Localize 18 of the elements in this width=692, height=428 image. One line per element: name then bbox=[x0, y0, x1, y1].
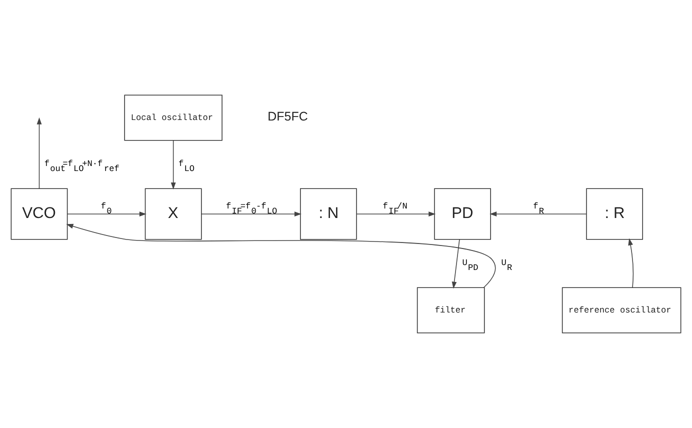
arrow bbox=[356, 212, 436, 216]
node-box: PD bbox=[434, 188, 491, 240]
node-box: Local oscillator bbox=[124, 94, 222, 141]
node-box: : R bbox=[586, 188, 643, 240]
node-box: : N bbox=[300, 188, 357, 240]
node-box: filter bbox=[416, 287, 485, 334]
arrow bbox=[452, 239, 460, 289]
arrow bbox=[36, 117, 42, 189]
node-box: VCO bbox=[10, 188, 68, 240]
arrow bbox=[628, 238, 634, 288]
node-box: X bbox=[144, 188, 202, 240]
arrow bbox=[170, 140, 176, 190]
arrow bbox=[201, 212, 302, 216]
node-box: reference oscillator bbox=[562, 287, 682, 334]
arrow bbox=[490, 212, 587, 216]
label: DF5FC bbox=[268, 110, 308, 124]
arrow bbox=[66, 212, 146, 216]
arrow bbox=[66, 224, 496, 288]
